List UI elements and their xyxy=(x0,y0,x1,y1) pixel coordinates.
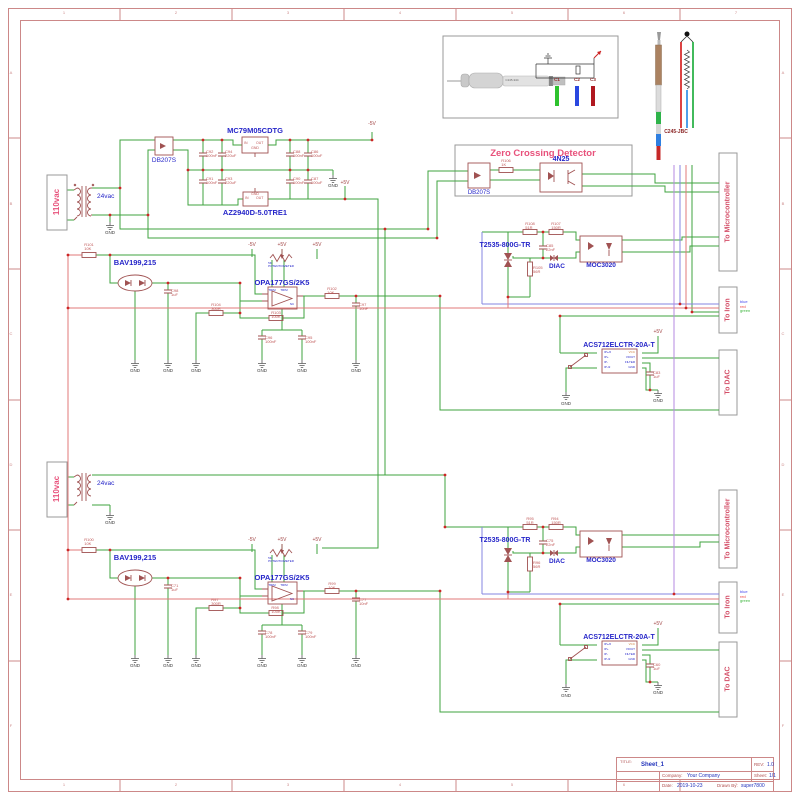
date-label: Date: xyxy=(662,783,673,788)
pin-c1-bar xyxy=(555,86,559,106)
sheet-title: Sheet_1 xyxy=(641,762,665,768)
drawn-by-label: Drawn By: xyxy=(717,783,738,788)
c245-cartridge-figure xyxy=(655,31,694,160)
iron-photo-figure xyxy=(442,35,619,119)
date-value: 2019-10-23 xyxy=(677,783,703,789)
component-symbols xyxy=(46,136,654,668)
drawn-by-value: super7800 xyxy=(741,783,765,789)
title-label: TITLE: xyxy=(620,759,633,764)
pin-c3-bar xyxy=(591,86,595,106)
wires-green xyxy=(67,132,719,713)
header-boxes xyxy=(718,152,738,718)
sheet-value: 1/1 xyxy=(769,773,776,779)
wires-red xyxy=(67,165,719,600)
company-label: Company: xyxy=(662,773,683,778)
title-block: TITLE: Sheet_1 REV: 1.0 Company: Your Co… xyxy=(616,757,776,792)
rev-label: REV: xyxy=(754,762,765,767)
company-value: Your Company xyxy=(687,773,720,779)
sheet-label: Sheet: xyxy=(754,773,768,778)
rev-value: 1.0 xyxy=(767,762,774,768)
pin-c2-bar xyxy=(575,86,579,106)
wires-blue xyxy=(481,165,719,595)
sheet-frame xyxy=(8,8,792,792)
junction-dots xyxy=(66,138,694,684)
